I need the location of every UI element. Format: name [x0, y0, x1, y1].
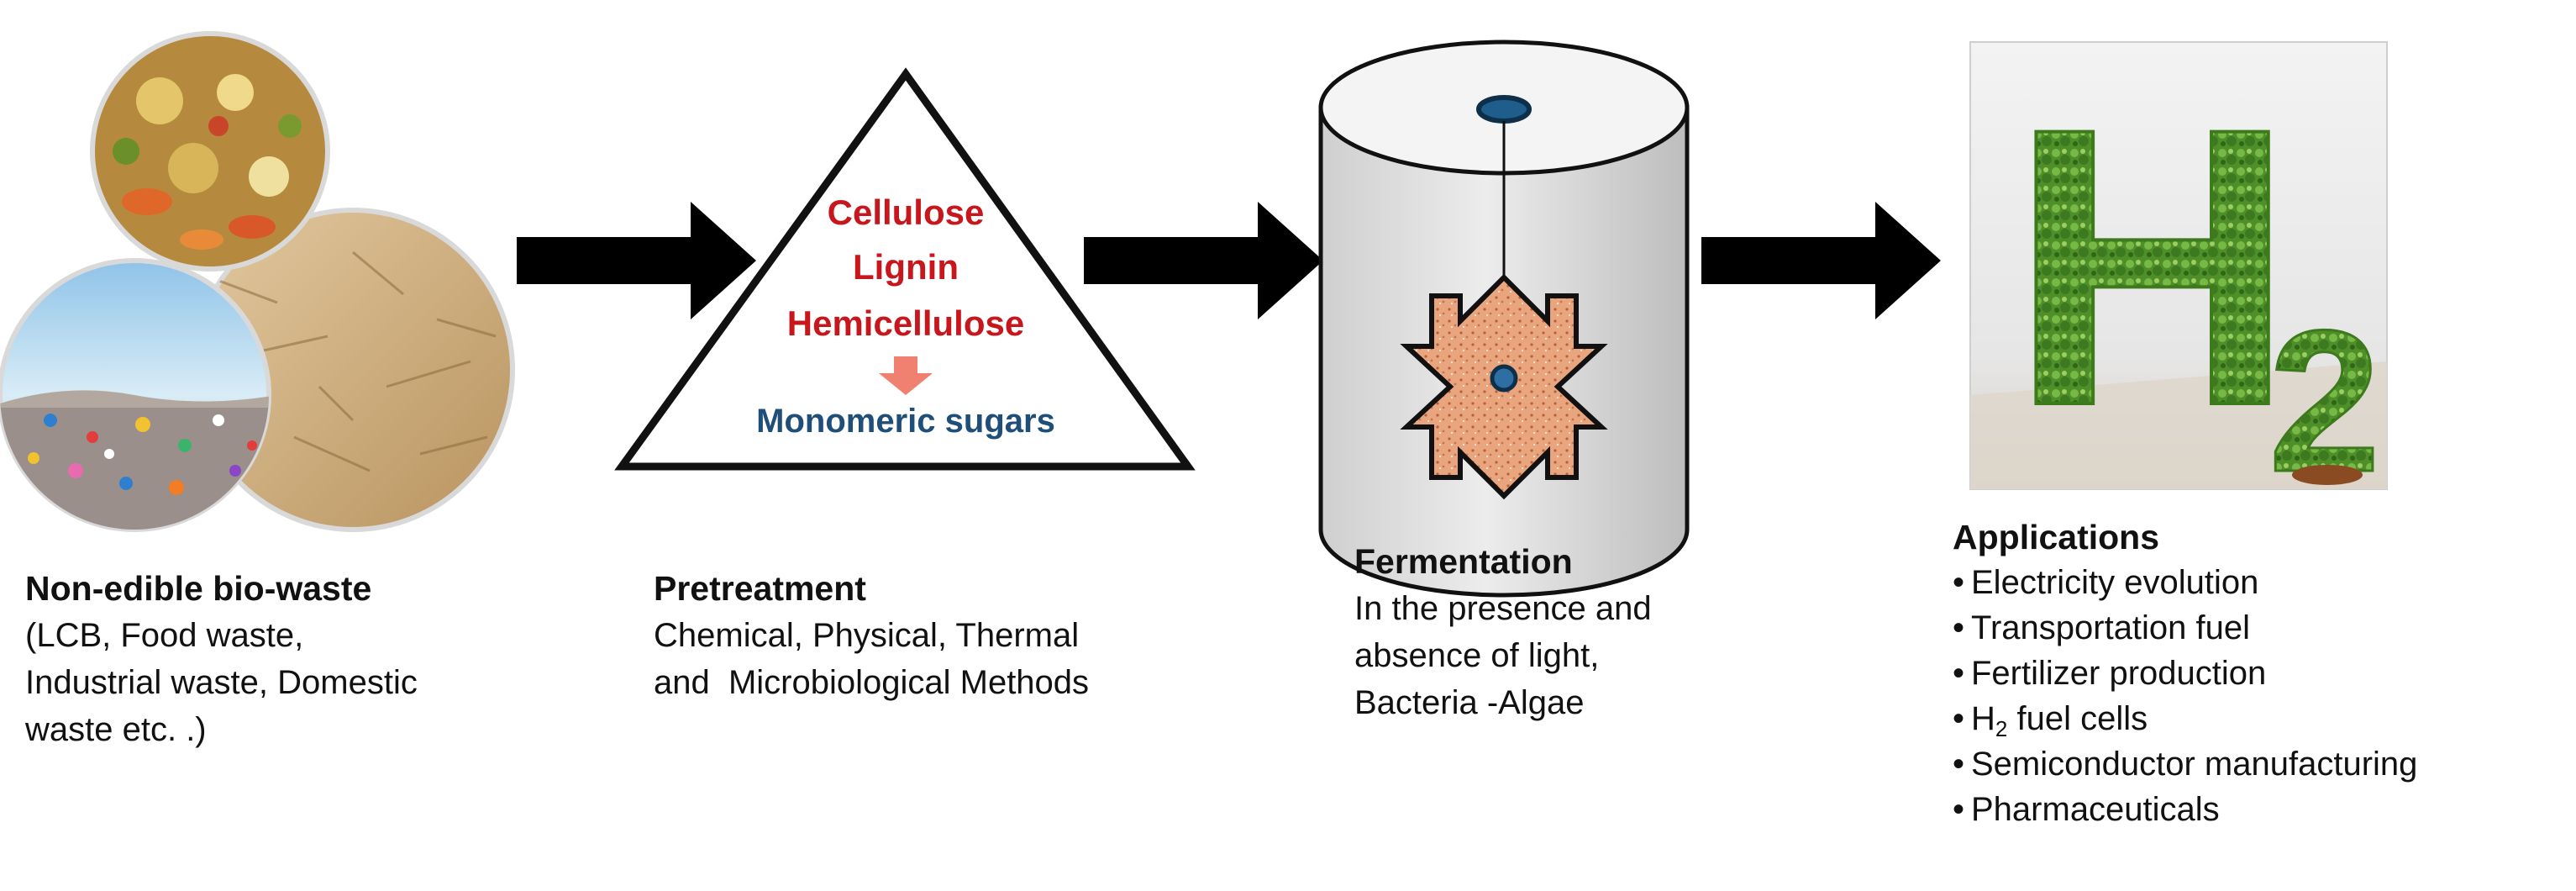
component-lignin: Lignin	[853, 247, 959, 287]
application-item: Electricity evolution	[1953, 560, 2417, 605]
fermentation-title: Fermentation	[1354, 542, 1573, 581]
fermentation-line-1: In the presence and	[1354, 590, 1652, 627]
flow-arrow-1	[517, 202, 756, 319]
biowaste-line-3: waste etc. .)	[25, 711, 207, 748]
product-monomeric-sugars: Monomeric sugars	[756, 403, 1055, 440]
food-waste-photo	[90, 31, 330, 272]
h2-letter: H	[2010, 46, 2295, 488]
flow-arrow-3	[1701, 202, 1941, 319]
impeller-hub	[1490, 364, 1518, 393]
biowaste-title: Non-edible bio-waste	[25, 569, 372, 608]
applications-list: Electricity evolution Transportation fue…	[1953, 560, 2417, 832]
biowaste-caption: Non-edible bio-waste (LCB, Food waste, I…	[25, 565, 418, 753]
sawdust-photo	[191, 208, 515, 532]
applications-caption: Applications Electricity evolution Trans…	[1953, 514, 2417, 832]
fermentation-line-2: absence of light,	[1354, 637, 1600, 674]
stirrer-motor	[1476, 95, 1532, 124]
landfill-photo	[0, 258, 271, 532]
pretreatment-line-2: and Microbiological Methods	[654, 664, 1090, 701]
application-item: H2 fuel cells	[1953, 696, 2417, 741]
fermentation-caption: Fermentation In the presence and absence…	[1354, 538, 1652, 726]
pretreatment-caption: Pretreatment Chemical, Physical, Thermal…	[654, 565, 1089, 706]
pretreatment-line-1: Chemical, Physical, Thermal	[654, 617, 1080, 654]
application-item: Transportation fuel	[1953, 605, 2417, 651]
fermentation-line-3: Bacteria -Algae	[1354, 684, 1585, 721]
component-cellulose: Cellulose	[827, 192, 985, 232]
component-hemicellulose: Hemicellulose	[786, 303, 1025, 343]
application-item: Semiconductor manufacturing	[1953, 741, 2417, 787]
application-item: Pharmaceuticals	[1953, 787, 2417, 832]
flow-arrow-2	[1084, 202, 1323, 319]
h2-foliage-image: H 2	[1969, 41, 2388, 515]
biowaste-line-2: Industrial waste, Domestic	[25, 664, 418, 701]
biowaste-line-1: (LCB, Food waste,	[25, 617, 304, 654]
application-item: Fertilizer production	[1953, 651, 2417, 696]
pretreatment-title: Pretreatment	[654, 569, 866, 608]
applications-title: Applications	[1953, 518, 2160, 556]
conversion-down-arrow	[879, 356, 933, 395]
pretreatment-triangle	[614, 67, 1196, 471]
